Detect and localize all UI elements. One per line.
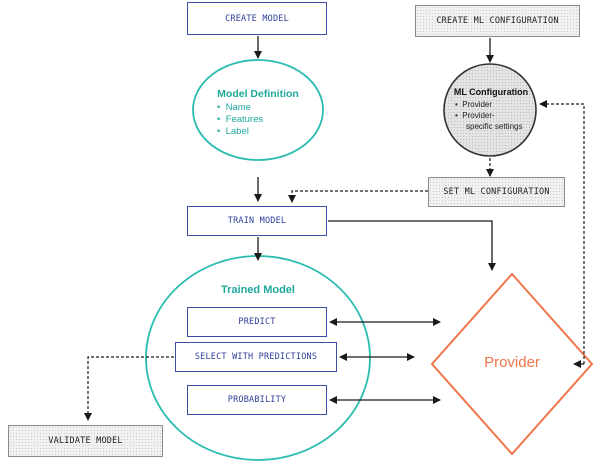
model-definition-title: Model Definition xyxy=(217,88,299,100)
model-definition-item-label: Name xyxy=(225,102,251,113)
create-ml-configuration-box: CREATE ML CONFIGURATION xyxy=(415,5,580,37)
ml-configuration-circle xyxy=(443,63,537,157)
ml-configuration-item-label: specific settings xyxy=(466,122,523,131)
model-definition-item: • Features xyxy=(217,114,264,125)
provider-label: Provider xyxy=(484,354,540,371)
validate-model-box: VALIDATE MODEL xyxy=(8,425,163,457)
model-definition-ellipse xyxy=(192,59,324,161)
model-definition-item: • Label xyxy=(217,126,249,137)
probability-box: PROBABILITY xyxy=(187,385,327,415)
dashed-set-to-train xyxy=(288,190,428,203)
ml-configuration-item: • Provider- xyxy=(455,111,495,120)
ml-configuration-item: • Provider xyxy=(455,100,493,109)
select-with-predictions-box: SELECT WITH PREDICTIONS xyxy=(175,342,337,372)
ml-configuration-item-label: Provider xyxy=(462,100,493,109)
train-model-box: TRAIN MODEL xyxy=(187,206,327,236)
ml-configuration-item-label: Provider- xyxy=(462,111,495,120)
arrow-train-to-provider xyxy=(328,220,496,271)
provider-diamond xyxy=(430,272,594,456)
model-definition-item-label: Label xyxy=(225,126,249,137)
trained-model-title: Trained Model xyxy=(221,284,295,296)
dashed-select-to-validate xyxy=(84,356,174,421)
dashed-provider-to-config xyxy=(539,100,585,364)
set-ml-configuration-box: SET ML CONFIGURATION xyxy=(428,177,565,207)
predict-box: PREDICT xyxy=(187,307,327,337)
model-definition-item-label: Features xyxy=(225,114,264,125)
create-model-box: CREATE MODEL xyxy=(187,2,327,35)
ml-configuration-item: specific settings xyxy=(466,122,522,131)
ml-configuration-title: ML Configuration xyxy=(453,87,529,97)
model-definition-item: • Name xyxy=(217,102,251,113)
